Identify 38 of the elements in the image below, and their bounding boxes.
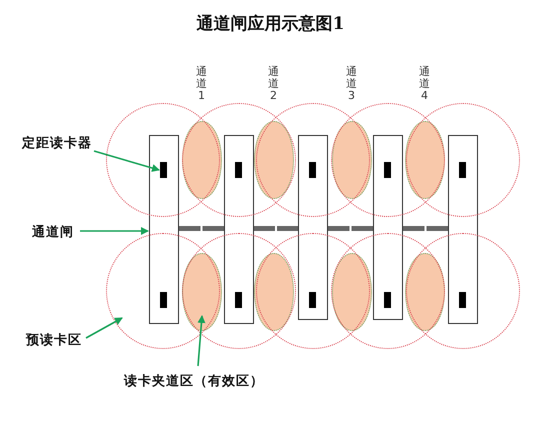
leader-line bbox=[80, 227, 149, 235]
callout-label: 通道闸 bbox=[32, 223, 74, 241]
read-zone bbox=[106, 233, 220, 349]
card-reader bbox=[384, 292, 391, 308]
read-zone bbox=[256, 233, 370, 349]
card-reader bbox=[459, 162, 466, 178]
gate-post bbox=[149, 135, 179, 324]
callout-label: 读卡夹道区（有效区） bbox=[124, 372, 264, 390]
card-reader bbox=[459, 292, 466, 308]
read-zone bbox=[182, 103, 296, 217]
channel-label: 通道1 bbox=[196, 66, 207, 102]
gate-post bbox=[373, 135, 403, 320]
card-reader bbox=[309, 292, 316, 308]
leader-line bbox=[94, 150, 160, 172]
gate-post bbox=[224, 135, 254, 324]
callout-label: 预读卡区 bbox=[26, 331, 82, 349]
read-zone bbox=[331, 103, 445, 217]
card-reader bbox=[160, 292, 167, 308]
read-zone bbox=[182, 233, 296, 349]
read-zone bbox=[106, 103, 220, 217]
gate-post bbox=[298, 135, 328, 320]
channel-label: 通道2 bbox=[268, 66, 279, 102]
leader-line bbox=[86, 317, 123, 339]
callout-label: 定距读卡器 bbox=[22, 134, 92, 152]
read-zone bbox=[256, 103, 370, 217]
gate-post bbox=[448, 135, 478, 324]
channel-label: 通道3 bbox=[346, 66, 357, 102]
read-zone bbox=[331, 233, 445, 349]
card-reader bbox=[160, 162, 167, 178]
read-zone bbox=[406, 103, 520, 217]
channel-label: 通道4 bbox=[419, 66, 430, 102]
leader-line bbox=[197, 315, 206, 366]
card-reader bbox=[235, 162, 242, 178]
title: 通道闸应用示意图1 bbox=[196, 13, 346, 35]
card-reader bbox=[309, 162, 316, 178]
card-reader bbox=[384, 162, 391, 178]
card-reader bbox=[235, 292, 242, 308]
read-zone bbox=[406, 233, 520, 349]
